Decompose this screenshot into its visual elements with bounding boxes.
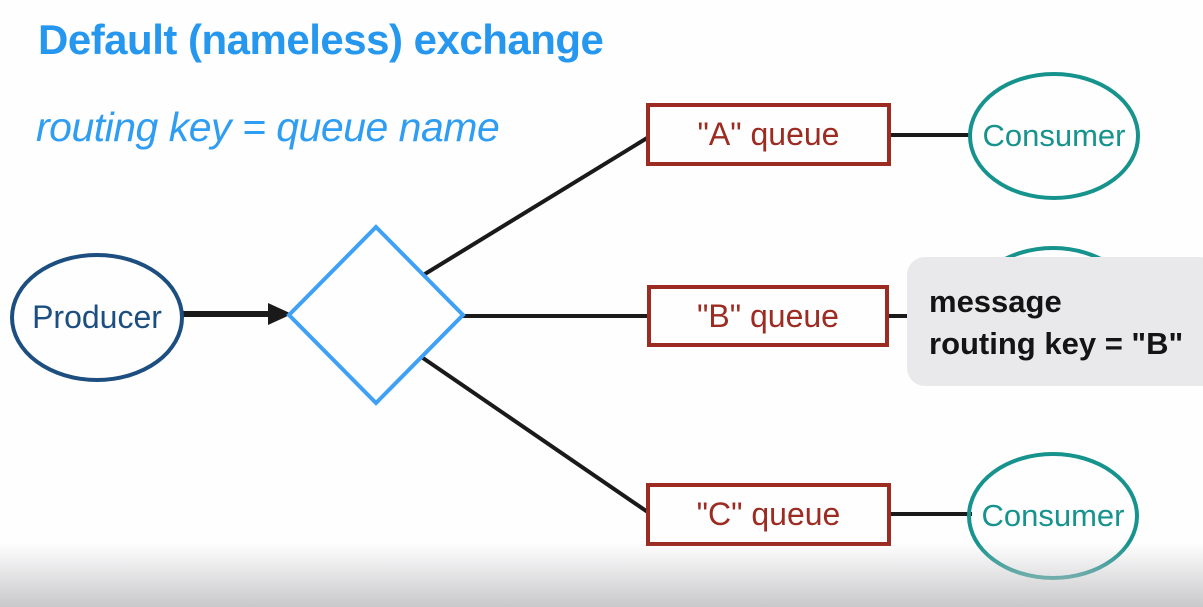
edge-exchange-to-queue-a <box>418 133 654 279</box>
message-tooltip-line1: message <box>929 284 1062 319</box>
edge-exchange-to-queue-c <box>418 354 654 517</box>
producer-label: Producer <box>32 299 162 335</box>
page-title: Default (nameless) exchange <box>38 16 604 63</box>
consumer-top-label: Consumer <box>982 118 1126 153</box>
queue-b-box: "B" queue <box>647 285 889 347</box>
queue-c-box: "C" queue <box>646 483 891 546</box>
message-tooltip: message routing key = "B" <box>907 257 1203 386</box>
consumer-node-bottom: Consumer <box>967 452 1139 580</box>
consumer-node-top: Consumer <box>968 72 1140 200</box>
message-tooltip-line2: routing key = "B" <box>929 326 1184 361</box>
consumer-bottom-label: Consumer <box>981 498 1125 533</box>
producer-node: Producer <box>10 253 184 382</box>
queue-a-label: "A" queue <box>697 116 840 152</box>
page-subtitle: routing key = queue name <box>36 104 500 150</box>
producer-to-exchange-arrowhead-icon <box>268 303 292 325</box>
queue-b-label: "B" queue <box>697 297 839 334</box>
queue-c-label: "C" queue <box>696 496 841 532</box>
queue-a-box: "A" queue <box>646 103 891 166</box>
exchange-diamond <box>286 224 466 406</box>
